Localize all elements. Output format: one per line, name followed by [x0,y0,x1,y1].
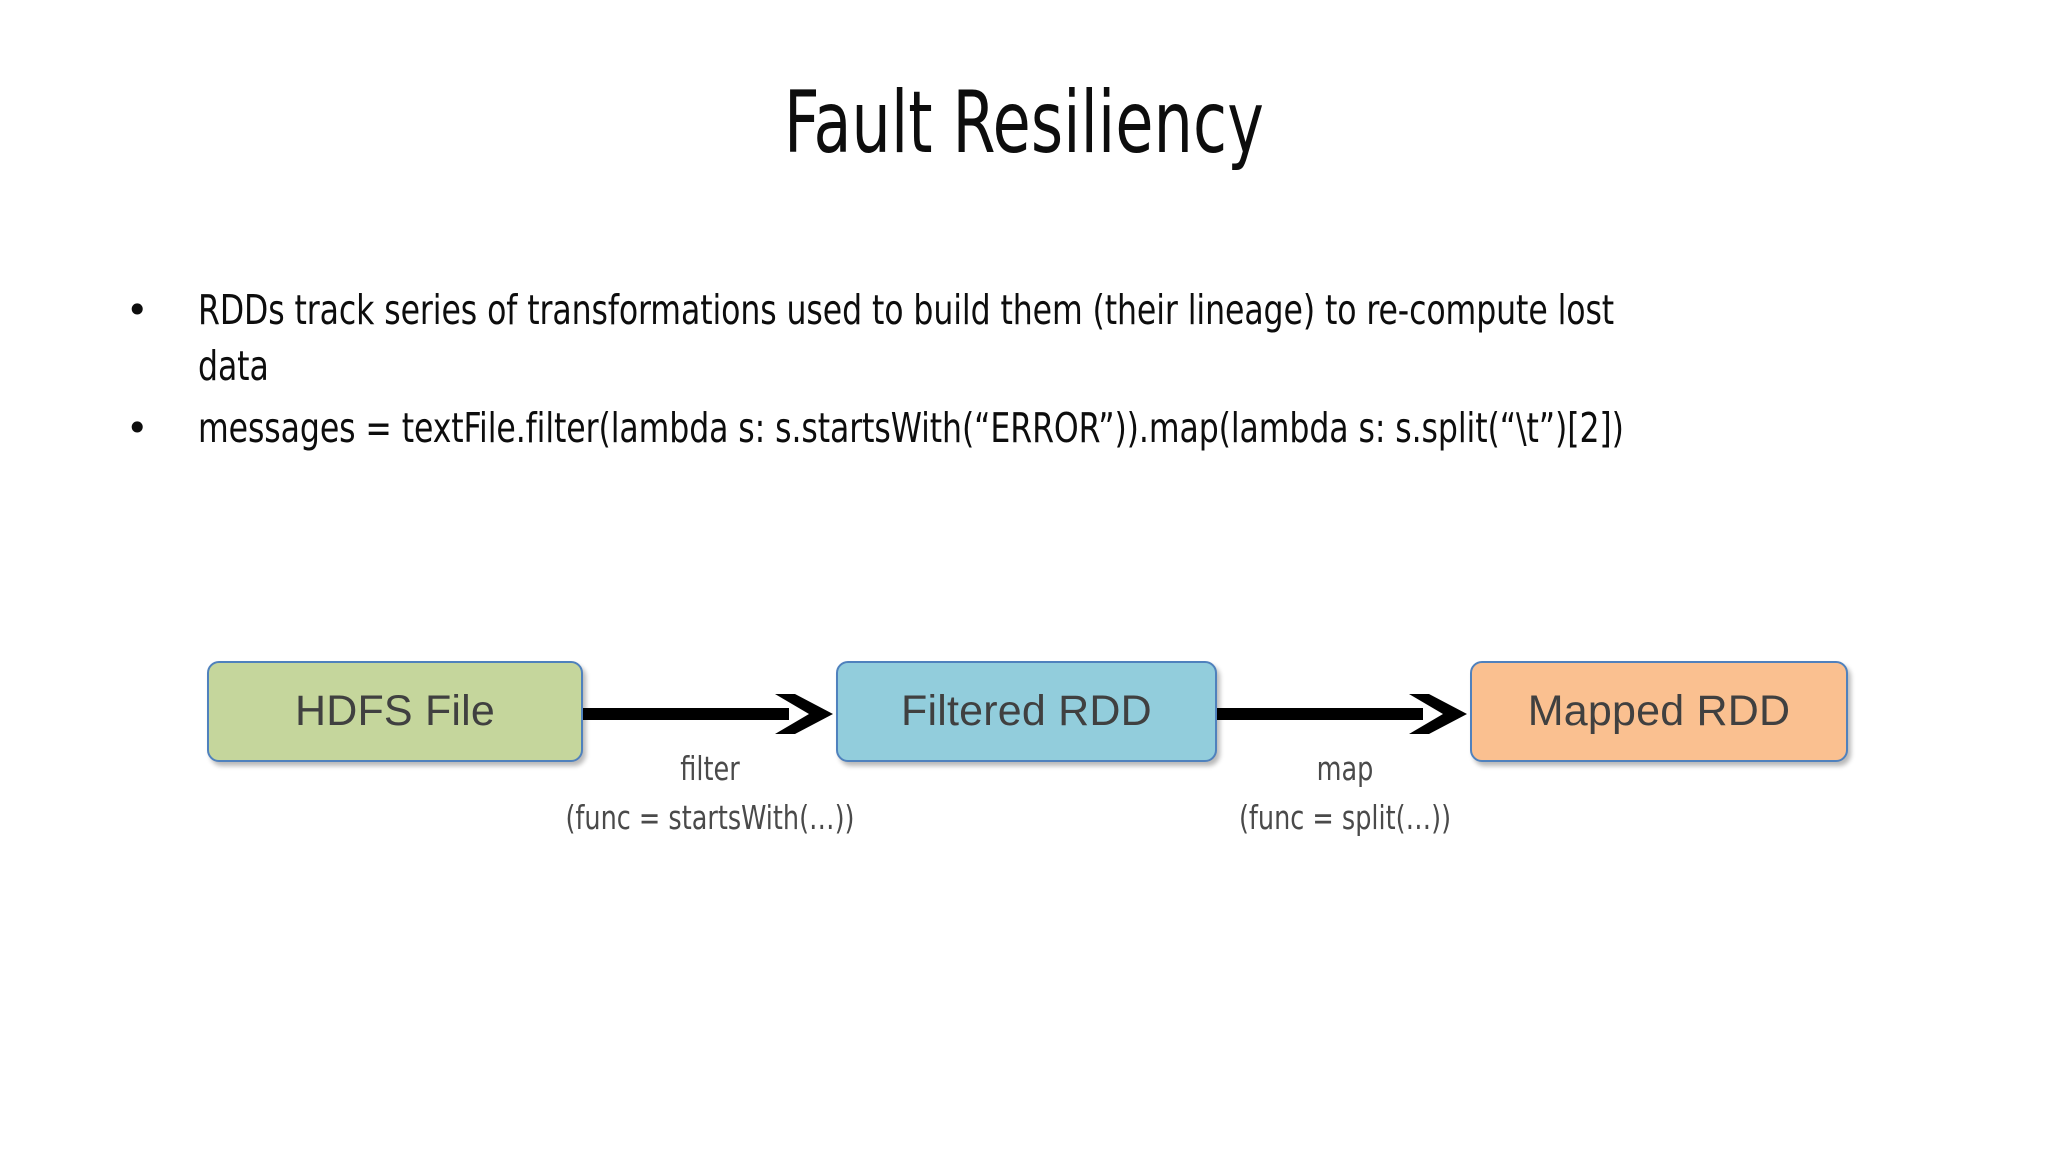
list-item: • RDDs track series of transformations u… [118,282,1948,394]
diagram-edge-label-filter: filter (func = startsWith(…)) [460,749,960,838]
diagram-node-label: Mapped RDD [1527,687,1791,735]
diagram-node-label: Filtered RDD [901,687,1152,735]
edge-label-function: (func = startsWith(…)) [565,797,855,837]
edge-label-function: (func = split(…)) [1238,797,1452,837]
diagram-node-filtered-rdd[interactable]: Filtered RDD [836,661,1217,762]
edge-label-operation: map [1316,749,1374,788]
diagram-edge-label-map: map (func = split(…)) [1100,749,1590,838]
bullet-text-code-example: messages = textFile.filter(lambda s: s.s… [198,404,1624,452]
bullet-marker-icon: • [126,406,149,450]
diagram-arrow-filter [583,694,837,734]
diagram-node-mapped-rdd[interactable]: Mapped RDD [1470,661,1848,762]
diagram-node-hdfs-file[interactable]: HDFS File [207,661,583,762]
bullet-marker-icon: • [126,288,149,332]
bullet-text-lineage: RDDs track series of transformations use… [198,286,1615,390]
page-title: Fault Resiliency [784,73,1264,173]
bullet-list: • RDDs track series of transformations u… [118,282,1948,462]
list-item: • messages = textFile.filter(lambda s: s… [118,400,1948,456]
diagram-node-label: HDFS File [294,687,496,735]
diagram-arrow-map [1217,694,1471,734]
edge-label-operation: filter [680,749,740,788]
